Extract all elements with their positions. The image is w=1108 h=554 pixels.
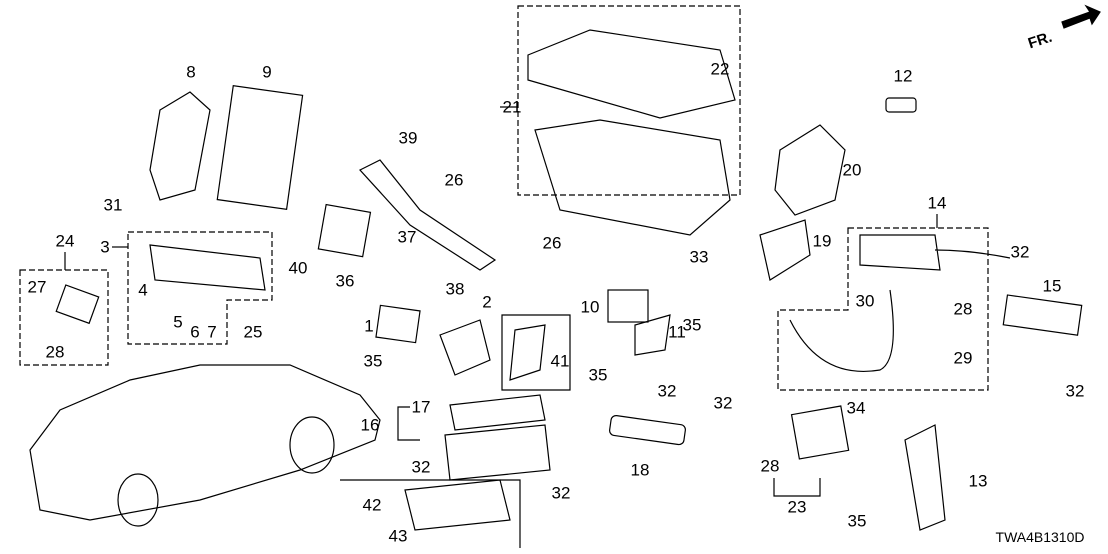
callout-39: 39 xyxy=(398,128,418,148)
group-box-3 xyxy=(127,231,273,345)
callout-26: 26 xyxy=(444,170,464,190)
callout-5: 5 xyxy=(173,312,183,332)
part-41 xyxy=(509,324,546,381)
group-box-24 xyxy=(19,269,109,366)
part-2 xyxy=(439,319,491,376)
bracket-42 xyxy=(340,479,521,548)
callout-16: 16 xyxy=(360,415,380,435)
front-arrow-icon xyxy=(1061,4,1101,29)
bracket-23 xyxy=(773,478,821,497)
part-16 xyxy=(444,424,551,481)
callout-15: 15 xyxy=(1042,276,1062,296)
callout-43: 43 xyxy=(388,526,408,546)
callout-17: 17 xyxy=(411,397,431,417)
callout-3: 3 xyxy=(100,237,110,257)
callout-9: 9 xyxy=(262,62,272,82)
part-13 xyxy=(904,424,946,531)
callout-35: 35 xyxy=(363,351,383,371)
callout-38: 38 xyxy=(445,279,465,299)
callout-32: 32 xyxy=(411,457,431,477)
callout-42: 42 xyxy=(362,495,382,515)
callout-33: 33 xyxy=(689,247,709,267)
callout-2: 2 xyxy=(482,292,492,312)
callout-28: 28 xyxy=(45,342,65,362)
callout-22: 22 xyxy=(710,59,730,79)
callout-32: 32 xyxy=(1010,242,1030,262)
callout-29: 29 xyxy=(953,348,973,368)
part-37 xyxy=(359,159,497,271)
callout-13: 13 xyxy=(968,471,988,491)
group-box-21 xyxy=(517,5,741,196)
callout-6: 6 xyxy=(190,322,200,342)
callout-34: 34 xyxy=(846,398,866,418)
part-1 xyxy=(375,304,421,344)
callout-10: 10 xyxy=(580,297,600,317)
callout-32: 32 xyxy=(657,381,677,401)
callout-40: 40 xyxy=(288,258,308,278)
callout-31: 31 xyxy=(103,195,123,215)
callout-11: 11 xyxy=(668,322,686,342)
callout-27: 27 xyxy=(27,277,47,297)
callout-35: 35 xyxy=(588,365,608,385)
callout-7: 7 xyxy=(207,322,217,342)
part-36 xyxy=(317,203,372,258)
callout-36: 36 xyxy=(335,271,355,291)
diagram-code: TWA4B1310D xyxy=(995,529,1085,545)
part-42 xyxy=(404,479,511,531)
part-8 xyxy=(149,91,211,201)
part-9 xyxy=(216,85,304,210)
callout-23: 23 xyxy=(787,497,807,517)
callout-32: 32 xyxy=(551,483,571,503)
group-box-14 xyxy=(777,227,989,391)
callout-28: 28 xyxy=(760,456,780,476)
callout-12: 12 xyxy=(893,66,913,86)
callout-20: 20 xyxy=(842,160,862,180)
callout-41: 41 xyxy=(550,351,570,371)
group-box-41 xyxy=(501,314,571,391)
callout-21: 21 xyxy=(502,97,522,117)
part-24 xyxy=(55,284,100,325)
part-23 xyxy=(790,405,850,460)
callout-32: 32 xyxy=(713,393,733,413)
part-10 xyxy=(607,289,649,323)
part-20 xyxy=(774,124,846,216)
part-12 xyxy=(885,97,917,113)
callout-18: 18 xyxy=(630,460,650,480)
part-14 xyxy=(789,234,1011,372)
callout-19: 19 xyxy=(812,231,832,251)
callout-26: 26 xyxy=(542,233,562,253)
part-17 xyxy=(449,394,546,431)
callout-24: 24 xyxy=(55,231,75,251)
part-21-box xyxy=(534,119,731,236)
callout-35: 35 xyxy=(682,315,702,335)
bracket-16 xyxy=(397,406,420,441)
callout-4: 4 xyxy=(138,280,148,300)
callout-1: 1 xyxy=(364,316,374,336)
callout-32: 32 xyxy=(1065,381,1085,401)
callout-25: 25 xyxy=(243,322,263,342)
part-15 xyxy=(1002,294,1083,336)
callout-28: 28 xyxy=(953,299,973,319)
part-3 xyxy=(149,244,266,291)
callout-14: 14 xyxy=(927,193,947,213)
vehicle-illustration xyxy=(29,364,381,527)
part-18 xyxy=(609,414,686,446)
part-11 xyxy=(634,314,671,356)
part-21-cover xyxy=(527,29,736,119)
callout-30: 30 xyxy=(855,291,875,311)
callout-8: 8 xyxy=(186,62,196,82)
part-19 xyxy=(759,219,811,281)
callout-37: 37 xyxy=(397,227,417,247)
callout-35: 35 xyxy=(847,511,867,531)
